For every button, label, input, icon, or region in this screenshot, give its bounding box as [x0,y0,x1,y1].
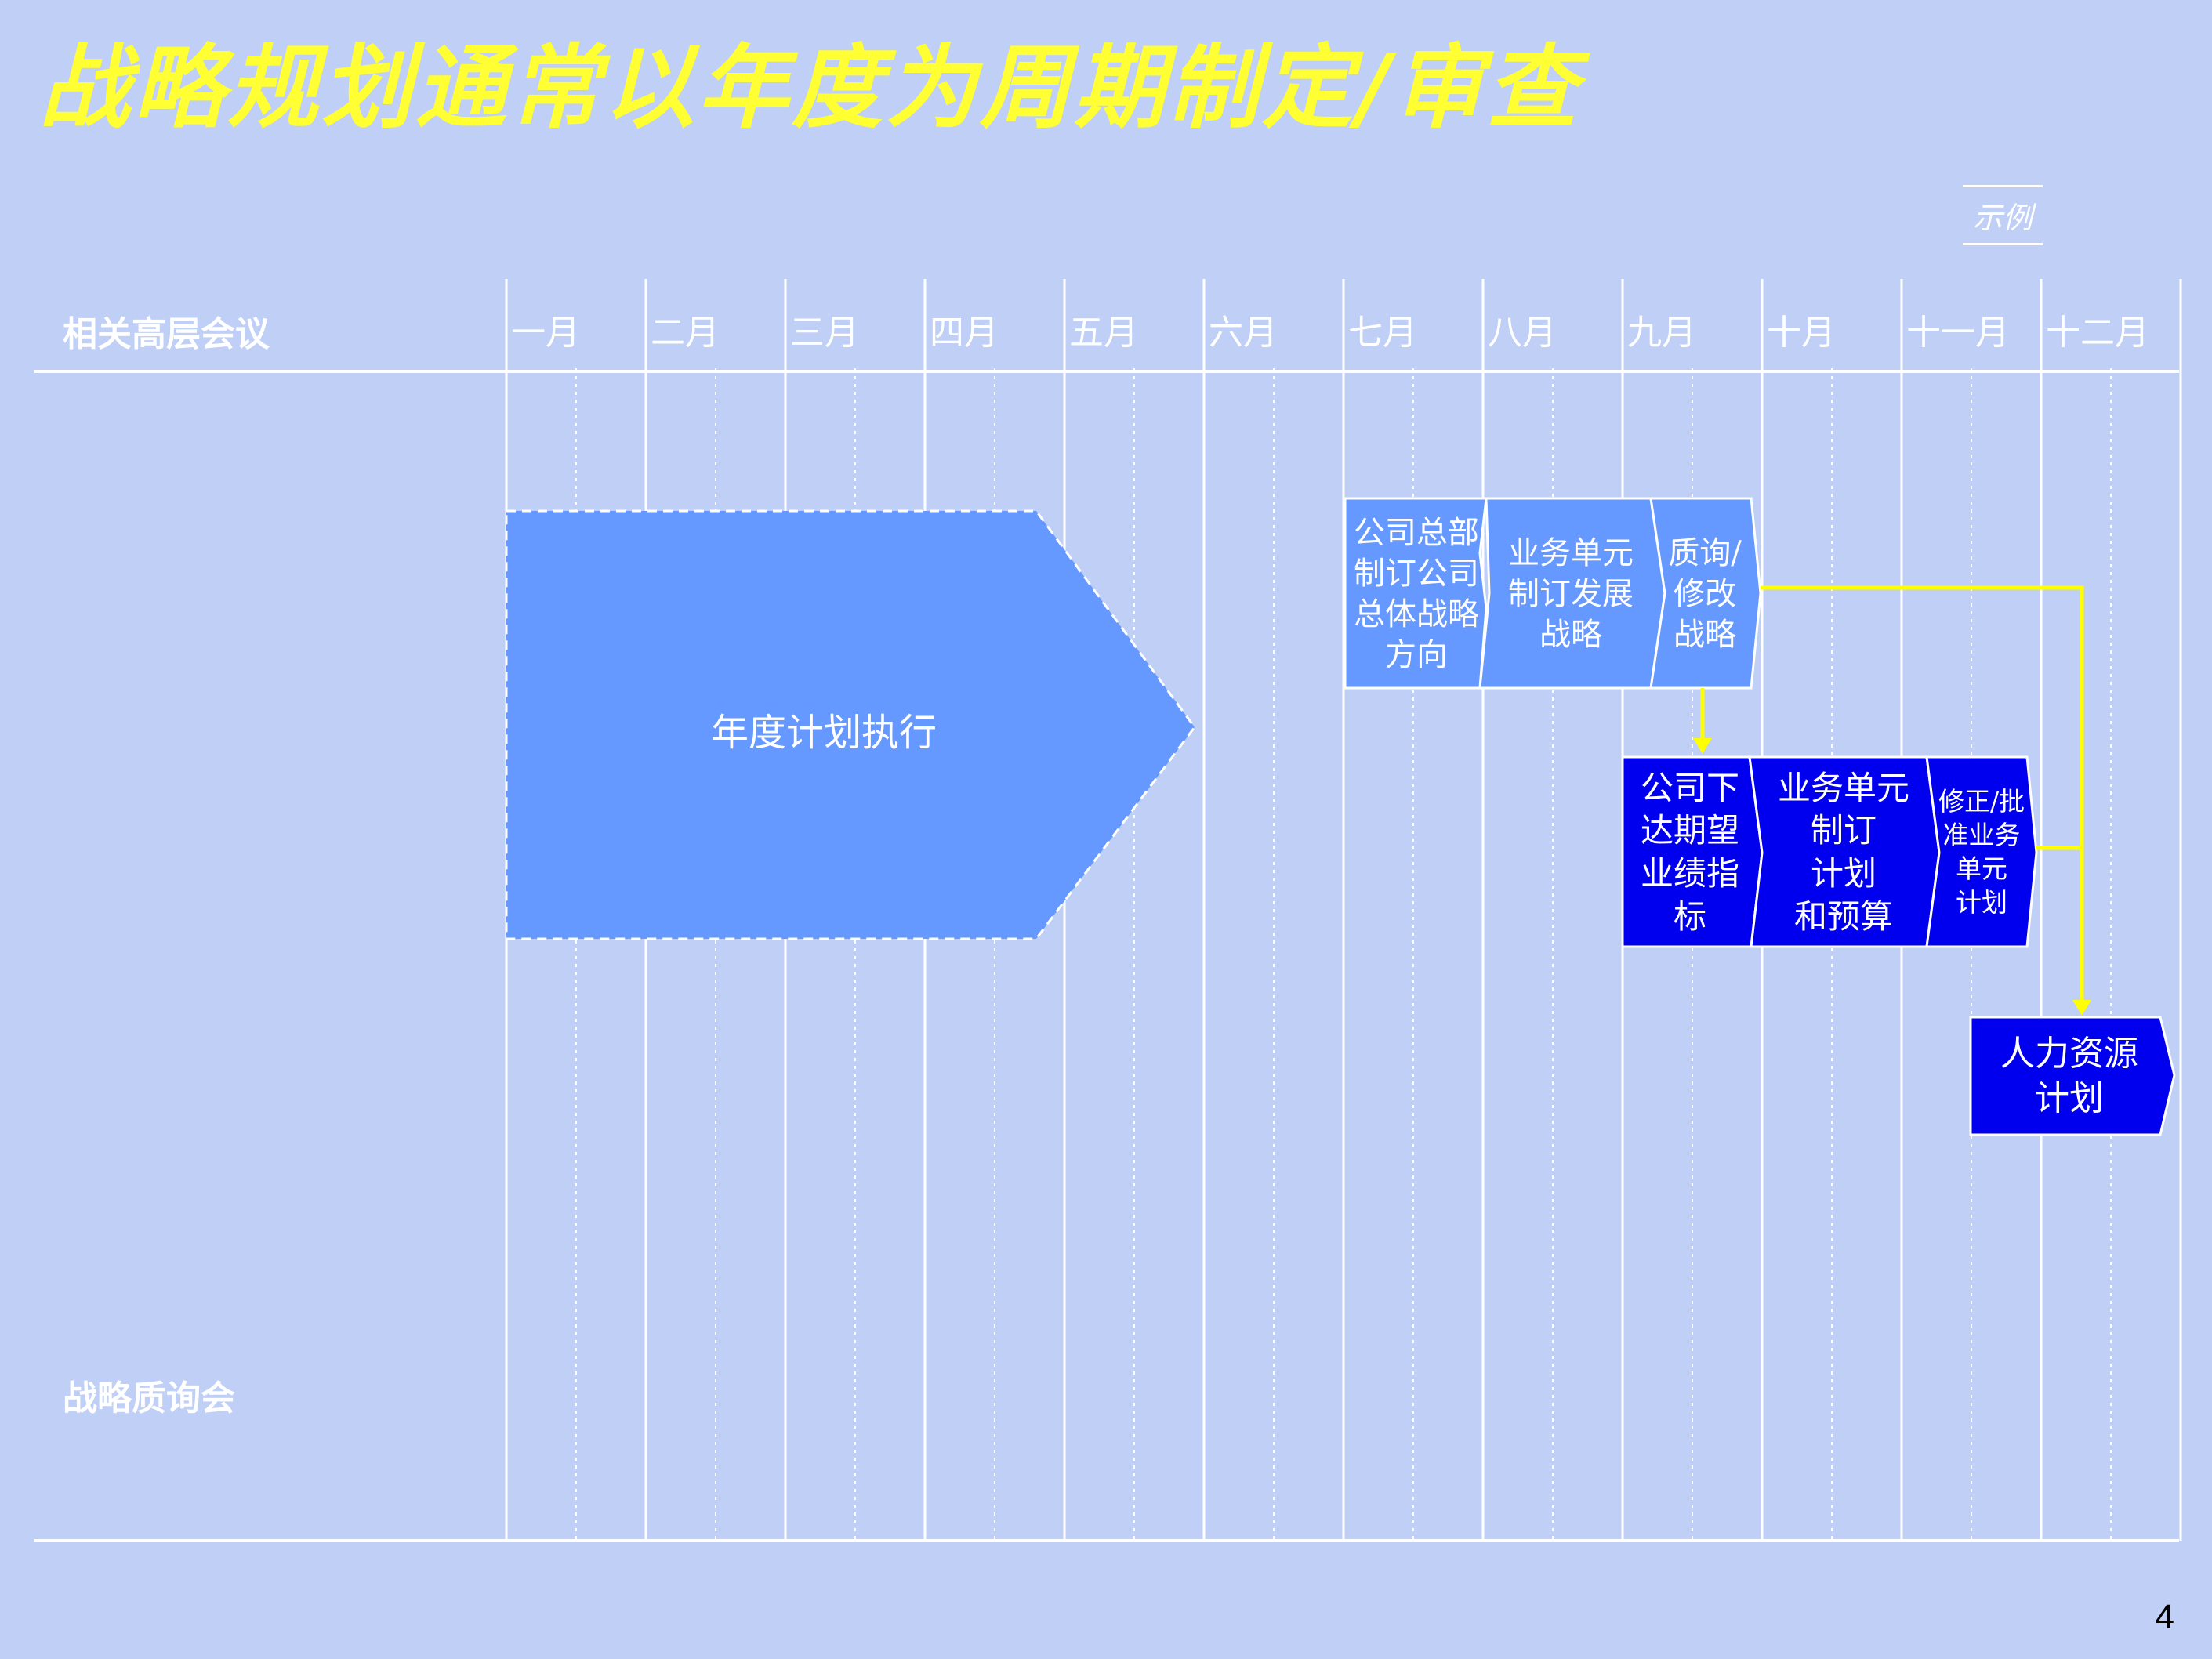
month-label: 二月 [651,313,720,353]
annual-plan-arrow [505,509,1196,940]
corp-direction-line-4: 方向 [1385,637,1448,673]
review-strategy-text: 质询/ 修改 战略 [1652,502,1757,686]
review-row-label: 战略质询会 [63,1378,235,1418]
month-label: 十二月 [2046,313,2149,353]
approve-plan-line-3: 单元 [1956,853,2007,884]
bu-plan-line-1: 业务单元 [1777,768,1909,807]
corp-direction-line-1: 公司总部 [1354,515,1479,551]
page-number: 4 [2155,1598,2174,1636]
hr-plan-line-2: 计划 [2035,1078,2104,1118]
month-label: 九月 [1627,313,1696,353]
review-strategy-shape [1649,497,1762,690]
approve-plan-line-4: 计划 [1956,886,2007,918]
meeting-row-label: 相关高层会议 [63,314,270,354]
month-label: 十月 [1767,313,1836,353]
bu-strategy-line-3: 战略 [1539,617,1602,653]
arrow-head-to-targets [1693,738,1712,754]
month-label: 五月 [1069,313,1138,353]
approve-plan-text: 修正/批 准业务 单元 计划 [1930,760,2033,945]
month-label: 六月 [1209,313,1278,353]
month-label: 一月 [511,313,580,353]
bu-plan-text: 业务单元 制订 计划 和预算 [1756,760,1931,945]
bu-plan-line-3: 计划 [1810,854,1877,893]
hr-plan-text: 人力资源 计划 [1971,1019,2168,1133]
targets-line-3: 业绩指 [1640,854,1739,893]
targets-line-4: 标 [1673,897,1706,936]
approve-plan-shape [1925,755,2038,948]
flow-connectors [1700,585,2084,1002]
bu-strategy-line-2: 制订发展 [1508,576,1634,612]
page-title: 战略规划通常以年度为周期制定/审查 [39,34,1581,141]
example-tag: 示例 [1963,185,2043,245]
targets-line-2: 达期望 [1640,811,1739,850]
month-label: 八月 [1488,313,1557,353]
bu-strategy-text: 业务单元 制订发展 战略 [1488,502,1654,686]
month-label: 四月 [930,313,999,353]
review-strategy-line-3: 战略 [1673,617,1736,653]
month-label: 三月 [790,313,859,353]
hr-plan-line-1: 人力资源 [2000,1033,2138,1074]
corp-direction-line-2: 制订公司 [1354,556,1479,592]
month-label: 七月 [1348,313,1417,353]
month-label: 十一月 [1906,313,2010,353]
corp-direction-line-3: 总体战略 [1354,596,1479,632]
bu-plan-line-4: 和预算 [1793,897,1893,936]
hr-plan-shape [1969,1016,2176,1136]
approve-plan-line-2: 准业务 [1942,820,2021,851]
bu-strategy-line-1: 业务单元 [1508,535,1634,571]
approve-plan-line-1: 修正/批 [1938,786,2025,817]
arrow-head-to-hr [2072,1000,2091,1016]
bu-plan-line-2: 制订 [1810,811,1877,850]
targets-line-1: 公司下 [1640,768,1739,807]
corp-direction-text: 公司总部 制订公司 总体战略 方向 [1339,502,1494,686]
targets-text: 公司下 达期望 业绩指 标 [1623,760,1757,945]
review-strategy-line-2: 修改 [1673,576,1736,612]
review-strategy-line-1: 质询/ [1668,535,1742,571]
annual-plan-text: 年度计划执行 [710,710,937,755]
